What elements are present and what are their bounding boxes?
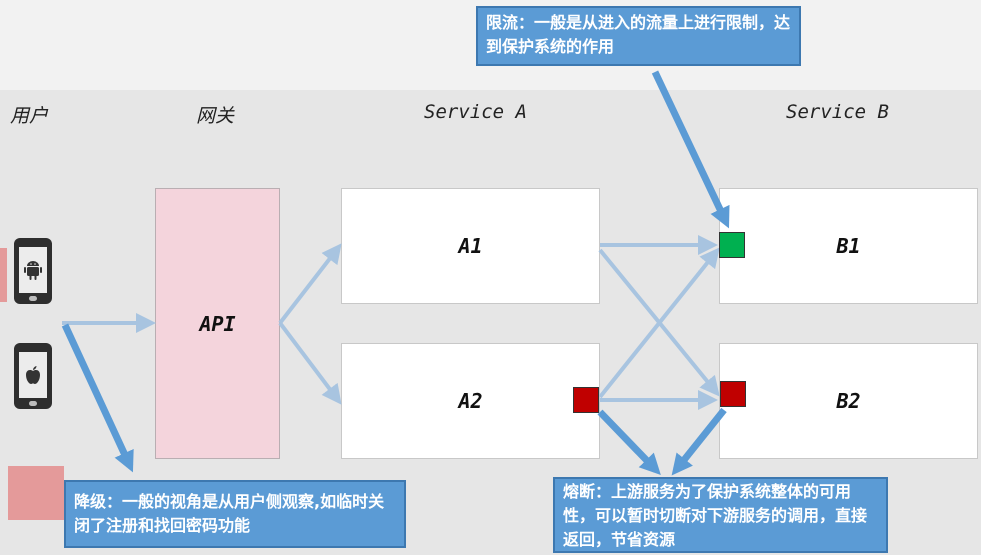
apple-phone-icon bbox=[14, 343, 52, 409]
callout-rate-limit: 限流：一般是从进入的流量上进行限制，达到保护系统的作用 bbox=[476, 6, 801, 66]
arrow-degrade bbox=[61, 323, 134, 473]
decor-square bbox=[8, 466, 64, 520]
service-b2-box: B2 bbox=[719, 343, 978, 459]
column-label-user: 用户 bbox=[10, 105, 49, 127]
android-phone-icon bbox=[14, 238, 52, 304]
circuit-breaker-marker-b2 bbox=[720, 381, 746, 407]
arrow-break-a2 bbox=[597, 409, 661, 476]
circuit-breaker-marker-a2 bbox=[573, 387, 599, 413]
column-label-service-b: Service B bbox=[786, 101, 889, 123]
arrow-a2-to-b1 bbox=[598, 247, 720, 399]
arrow-rate-limit bbox=[651, 70, 730, 229]
service-b1-box: B1 bbox=[719, 188, 978, 304]
callout-degrade: 降级：一般的视角是从用户侧观察,如临时关闭了注册和找回密码功能 bbox=[64, 480, 406, 548]
decor-bar-left bbox=[0, 248, 7, 302]
arrow-break-b2 bbox=[671, 407, 727, 476]
callout-circuit-break: 熔断：上游服务为了保护系统整体的可用性，可以暂时切断对下游服务的调用，直接返回，… bbox=[553, 477, 888, 553]
rate-limit-marker-b1 bbox=[719, 232, 745, 258]
column-label-gateway: 网关 bbox=[196, 105, 235, 127]
service-a1-box: A1 bbox=[341, 188, 600, 304]
arrow-api-to-a1 bbox=[278, 243, 342, 325]
arrow-api-to-a2 bbox=[278, 321, 342, 405]
flow-arrows bbox=[62, 235, 720, 410]
column-label-service-a: Service A bbox=[424, 101, 527, 123]
service-a2-box: A2 bbox=[341, 343, 600, 459]
arrow-a1-to-b2 bbox=[598, 248, 720, 397]
callout-arrows bbox=[61, 70, 730, 476]
api-gateway-box: API bbox=[155, 188, 280, 459]
